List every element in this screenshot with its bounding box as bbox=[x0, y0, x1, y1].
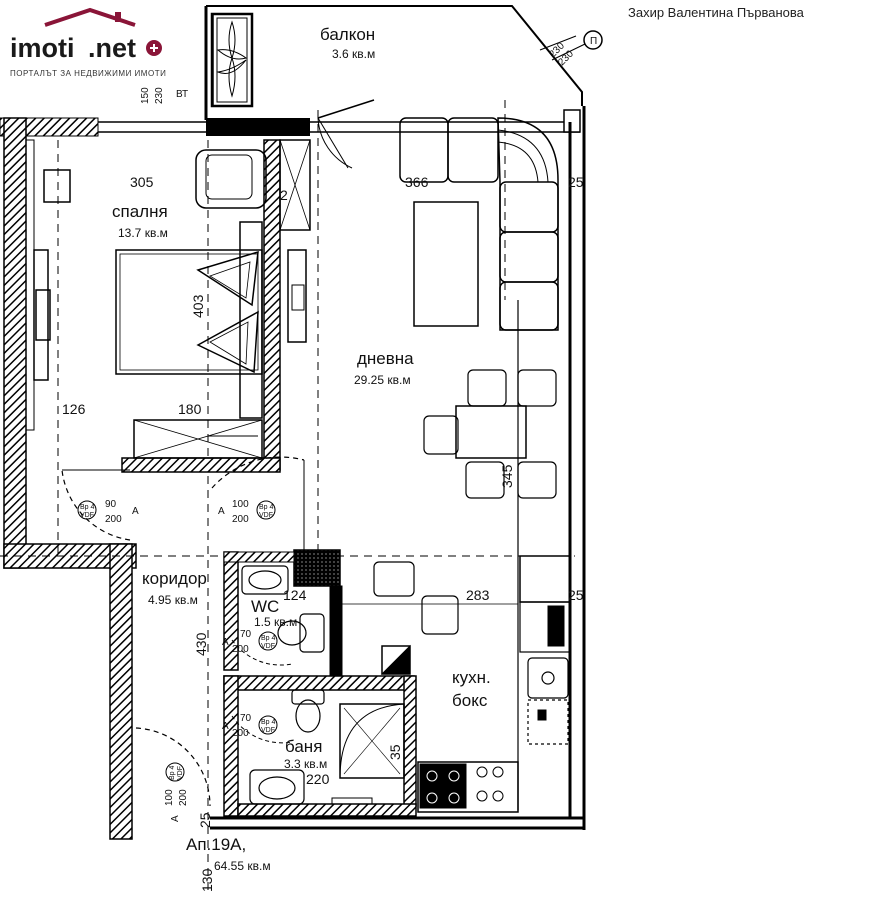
dim-25-c: 25 bbox=[197, 812, 213, 828]
svg-text:Вр 4: Вр 4 bbox=[80, 504, 95, 511]
bedroom-door-tag: Вр 4 VDF 90 200 A bbox=[77, 499, 139, 525]
svg-text:VDF: VDF bbox=[80, 512, 94, 519]
svg-text:VDF: VDF bbox=[261, 727, 275, 734]
living-area: 29.25 кв.м bbox=[354, 373, 411, 387]
toilet-icon-bath bbox=[291, 689, 325, 733]
svg-text:200: 200 bbox=[232, 728, 249, 739]
svg-text:A: A bbox=[132, 506, 139, 517]
dim-124: 124 bbox=[283, 587, 307, 603]
svg-text:100: 100 bbox=[164, 789, 175, 806]
logo: imoti .net ПОРТАЛЪТ ЗА НЕДВИЖИМИ ИМОТИ bbox=[10, 7, 166, 78]
chair-icon bbox=[423, 369, 557, 499]
svg-text:VDF: VDF bbox=[259, 512, 273, 519]
svg-text:Вр 4: Вр 4 bbox=[259, 504, 274, 511]
wc-area: 1.5 кв.м bbox=[254, 615, 297, 629]
sink-icon bbox=[241, 565, 289, 595]
author-name: Захир Валентина Първанова bbox=[628, 5, 805, 20]
svg-text:200: 200 bbox=[105, 514, 122, 525]
stove-icon bbox=[419, 763, 467, 809]
bath-door-tag: Вр 4 VDF 70 200 A bbox=[222, 713, 278, 739]
logo-brand-dot: .net bbox=[88, 33, 136, 63]
axis-label: П bbox=[590, 36, 597, 47]
washbasin-icon bbox=[249, 769, 305, 805]
apartment-name: Ап.19А, bbox=[186, 835, 246, 854]
balcony bbox=[204, 5, 603, 169]
living-name: дневна bbox=[357, 349, 414, 368]
wet-rooms bbox=[135, 549, 571, 817]
svg-text:A: A bbox=[222, 721, 229, 732]
exterior-walls bbox=[0, 106, 586, 840]
svg-text:A: A bbox=[222, 637, 229, 648]
dim-180: 180 bbox=[178, 401, 202, 417]
svg-text:A: A bbox=[218, 506, 225, 517]
svg-text:VDF: VDF bbox=[261, 643, 275, 650]
bedroom-area: 13.7 кв.м bbox=[118, 226, 168, 240]
dim-430: 430 bbox=[193, 632, 209, 656]
svg-text:A: A bbox=[170, 815, 181, 822]
dim-305: 305 bbox=[130, 174, 154, 190]
corridor-name: коридор bbox=[142, 569, 207, 588]
dim-283: 283 bbox=[466, 587, 490, 603]
living-door-tag: Вр 4 VDF 100 200 A bbox=[218, 499, 276, 525]
dim-403: 403 bbox=[190, 294, 206, 318]
axis-lines bbox=[0, 100, 575, 890]
svg-text:Вр 4: Вр 4 bbox=[261, 635, 276, 642]
corridor-area: 4.95 кв.м bbox=[148, 593, 198, 607]
logo-tagline: ПОРТАЛЪТ ЗА НЕДВИЖИМИ ИМОТИ bbox=[10, 69, 166, 78]
svg-text:70: 70 bbox=[240, 629, 252, 640]
logo-brand-main: imoti bbox=[10, 33, 75, 63]
svg-text:70: 70 bbox=[240, 713, 252, 724]
svg-text:90: 90 bbox=[105, 499, 117, 510]
svg-text:200: 200 bbox=[232, 644, 249, 655]
entry-door-tag: Вр 4 VDF 100 200 A bbox=[164, 762, 189, 822]
plant-icon bbox=[216, 20, 248, 98]
dim-366: 366 bbox=[405, 174, 429, 190]
kitchen-name-2: бокс bbox=[452, 691, 488, 710]
svg-text:100: 100 bbox=[232, 499, 249, 510]
dim-345: 345 bbox=[499, 464, 515, 488]
bathroom-area: 3.3 кв.м bbox=[284, 757, 327, 771]
svg-text:Вр 4: Вр 4 bbox=[169, 765, 176, 780]
bt-label: ВТ bbox=[176, 89, 188, 100]
wc-door-tag: Вр 4 VDF 70 200 A bbox=[222, 629, 278, 655]
bathroom-name: баня bbox=[285, 737, 322, 756]
dim-220: 220 bbox=[306, 771, 330, 787]
dim-150: 150 bbox=[140, 87, 151, 104]
shower-icon bbox=[339, 703, 405, 779]
dim-25-a: 25 bbox=[568, 174, 584, 190]
apartment-area: 64.55 кв.м bbox=[214, 859, 271, 873]
svg-text:200: 200 bbox=[232, 514, 249, 525]
kitchen-name-1: кухн. bbox=[452, 668, 491, 687]
svg-text:Вр 4: Вр 4 bbox=[261, 719, 276, 726]
kitchen-sink-icon bbox=[527, 657, 569, 699]
logo-roof-icon bbox=[44, 7, 136, 27]
dim-230-c: 230 bbox=[154, 87, 165, 104]
dim-130: 130 bbox=[199, 868, 215, 892]
toilet-icon bbox=[277, 613, 325, 653]
dim-2: 2 bbox=[280, 187, 288, 203]
bedroom bbox=[25, 139, 311, 541]
bedroom-name: спалня bbox=[112, 202, 168, 221]
dim-25-b: 25 bbox=[568, 587, 584, 603]
living-room bbox=[208, 117, 559, 810]
dim-126: 126 bbox=[62, 401, 86, 417]
sofa-icon bbox=[399, 117, 559, 331]
svg-text:200: 200 bbox=[178, 789, 189, 806]
wc-name: WC bbox=[251, 597, 279, 616]
balcony-area: 3.6 кв.м bbox=[332, 47, 375, 61]
balcony-name: балкон bbox=[320, 25, 375, 44]
pillow-icon bbox=[196, 250, 259, 374]
dim-35: 35 bbox=[387, 744, 403, 760]
svg-text:VDF: VDF bbox=[177, 766, 184, 780]
